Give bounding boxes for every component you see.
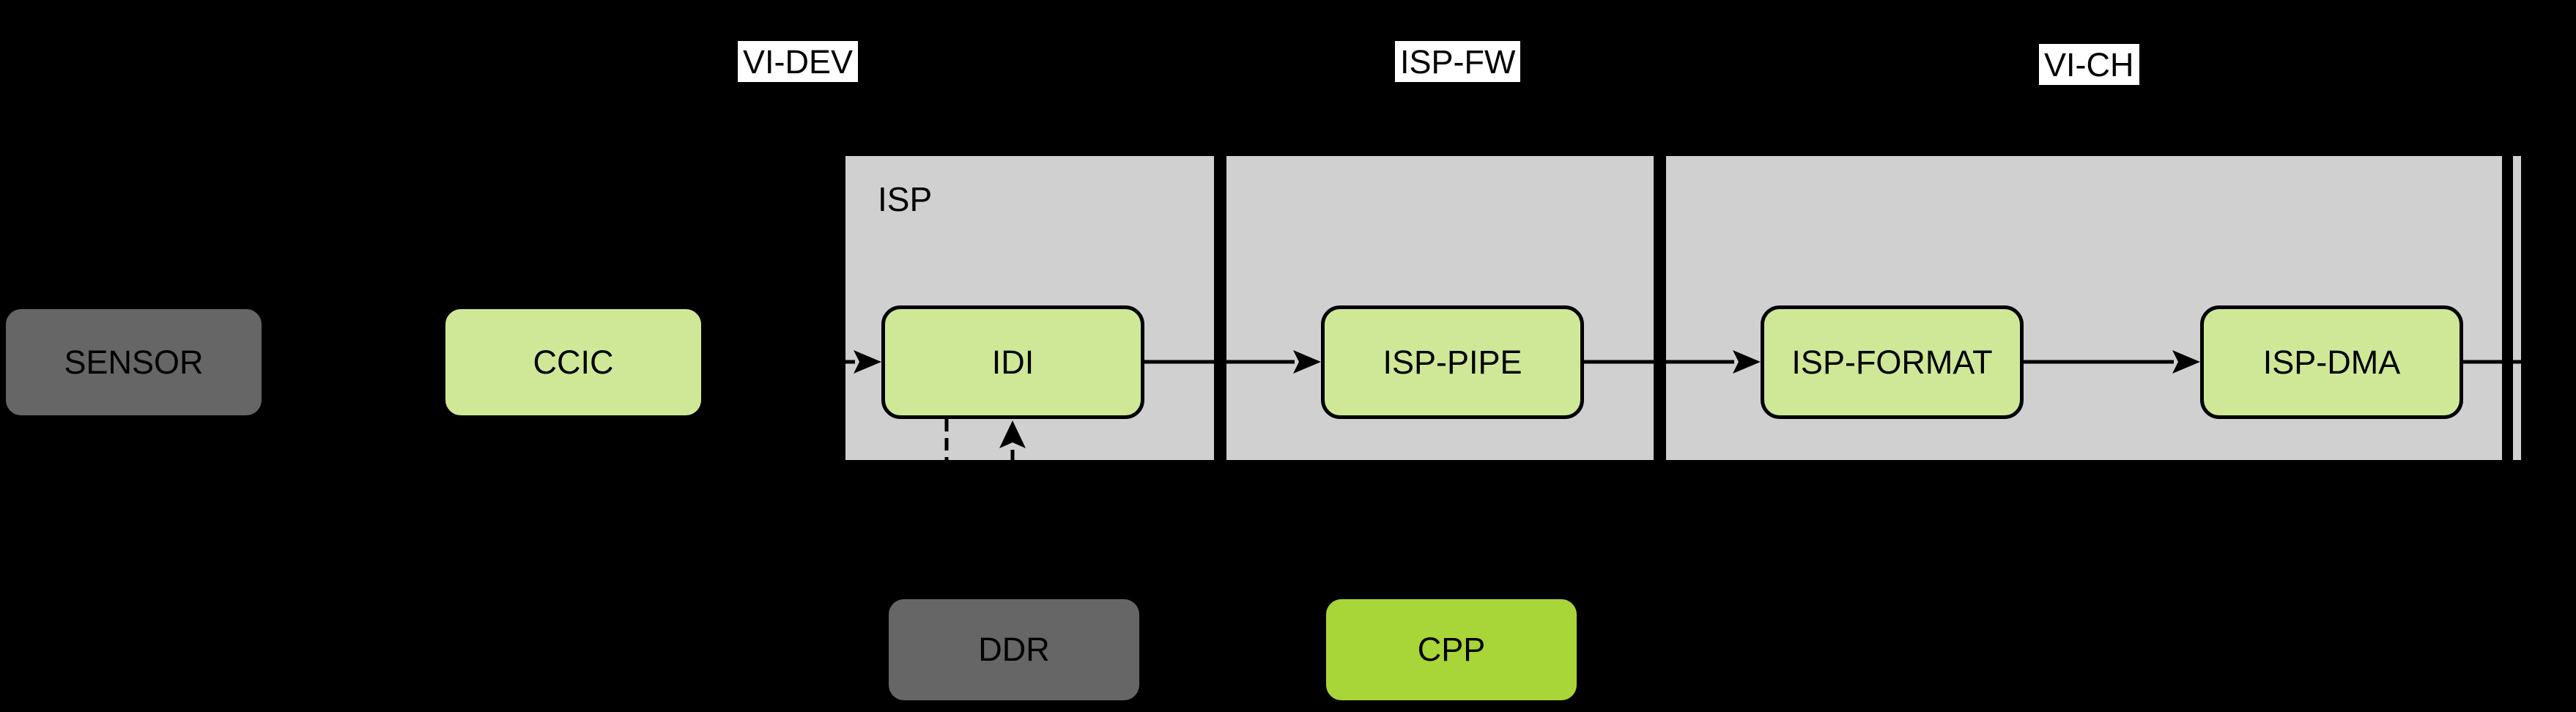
edge-sensor-to-ccic	[265, 350, 442, 374]
node-isp-pipe-label: ISP-PIPE	[1383, 343, 1522, 381]
node-cpp: CPP	[1322, 596, 1580, 704]
node-isp-dma-label: ISP-DMA	[2262, 343, 2401, 381]
region-label-vi-ch: VI-CH	[2039, 44, 2139, 85]
node-isp-pipe: ISP-PIPE	[1321, 305, 1584, 419]
arrowhead-into-ccic	[414, 350, 442, 374]
node-ccic: CCIC	[442, 305, 705, 419]
node-isp-format-label: ISP-FORMAT	[1791, 343, 1993, 381]
container-continuation-bar	[2513, 156, 2521, 460]
node-isp-dma: ISP-DMA	[2200, 305, 2463, 419]
node-isp-format: ISP-FORMAT	[1761, 305, 2024, 419]
node-idi: IDI	[881, 305, 1144, 419]
node-ccic-label: CCIC	[533, 343, 614, 381]
region-label-isp-fw: ISP-FW	[1395, 41, 1521, 82]
node-sensor-label: SENSOR	[64, 343, 204, 381]
region-label-vi-dev: VI-DEV	[738, 41, 859, 82]
node-idi-label: IDI	[991, 343, 1035, 381]
container-isp-title: ISP	[878, 180, 933, 218]
node-ddr-label: DDR	[978, 631, 1050, 668]
node-cpp-label: CPP	[1417, 631, 1486, 668]
node-sensor: SENSOR	[2, 305, 265, 419]
node-ddr: DDR	[885, 596, 1143, 704]
